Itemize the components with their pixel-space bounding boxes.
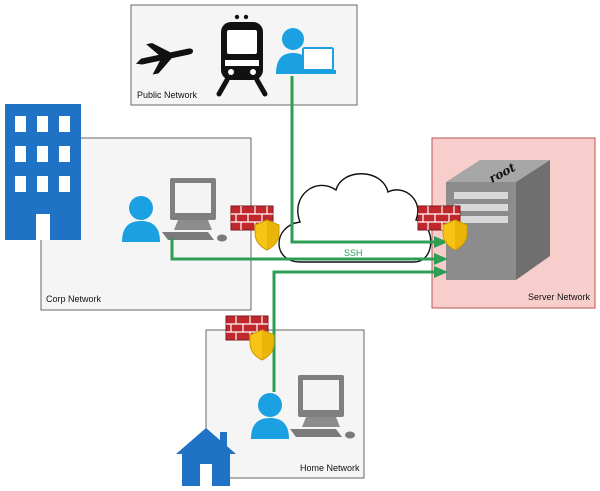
train-icon [216, 14, 268, 97]
home-link [272, 270, 436, 392]
laptop-user-icon [276, 28, 336, 74]
corp-network-label: Corp Network [46, 294, 102, 304]
shield-icon [254, 219, 280, 251]
public-network-label: Public Network [137, 90, 198, 100]
airplane-icon [136, 42, 194, 75]
home-arrowhead [434, 266, 448, 278]
arrowheads [434, 236, 448, 278]
corp-link [170, 238, 436, 261]
corp-arrowhead [434, 253, 448, 265]
ssh-connections [170, 76, 436, 392]
server-network-label: Server Network [528, 292, 591, 302]
public-arrowhead [434, 236, 448, 248]
public-link [290, 76, 436, 244]
office-building-icon [5, 104, 81, 240]
server-icon: root [446, 160, 550, 280]
ssh-label: SSH [344, 248, 363, 258]
home-network-label: Home Network [300, 463, 360, 473]
house-icon [176, 428, 236, 486]
